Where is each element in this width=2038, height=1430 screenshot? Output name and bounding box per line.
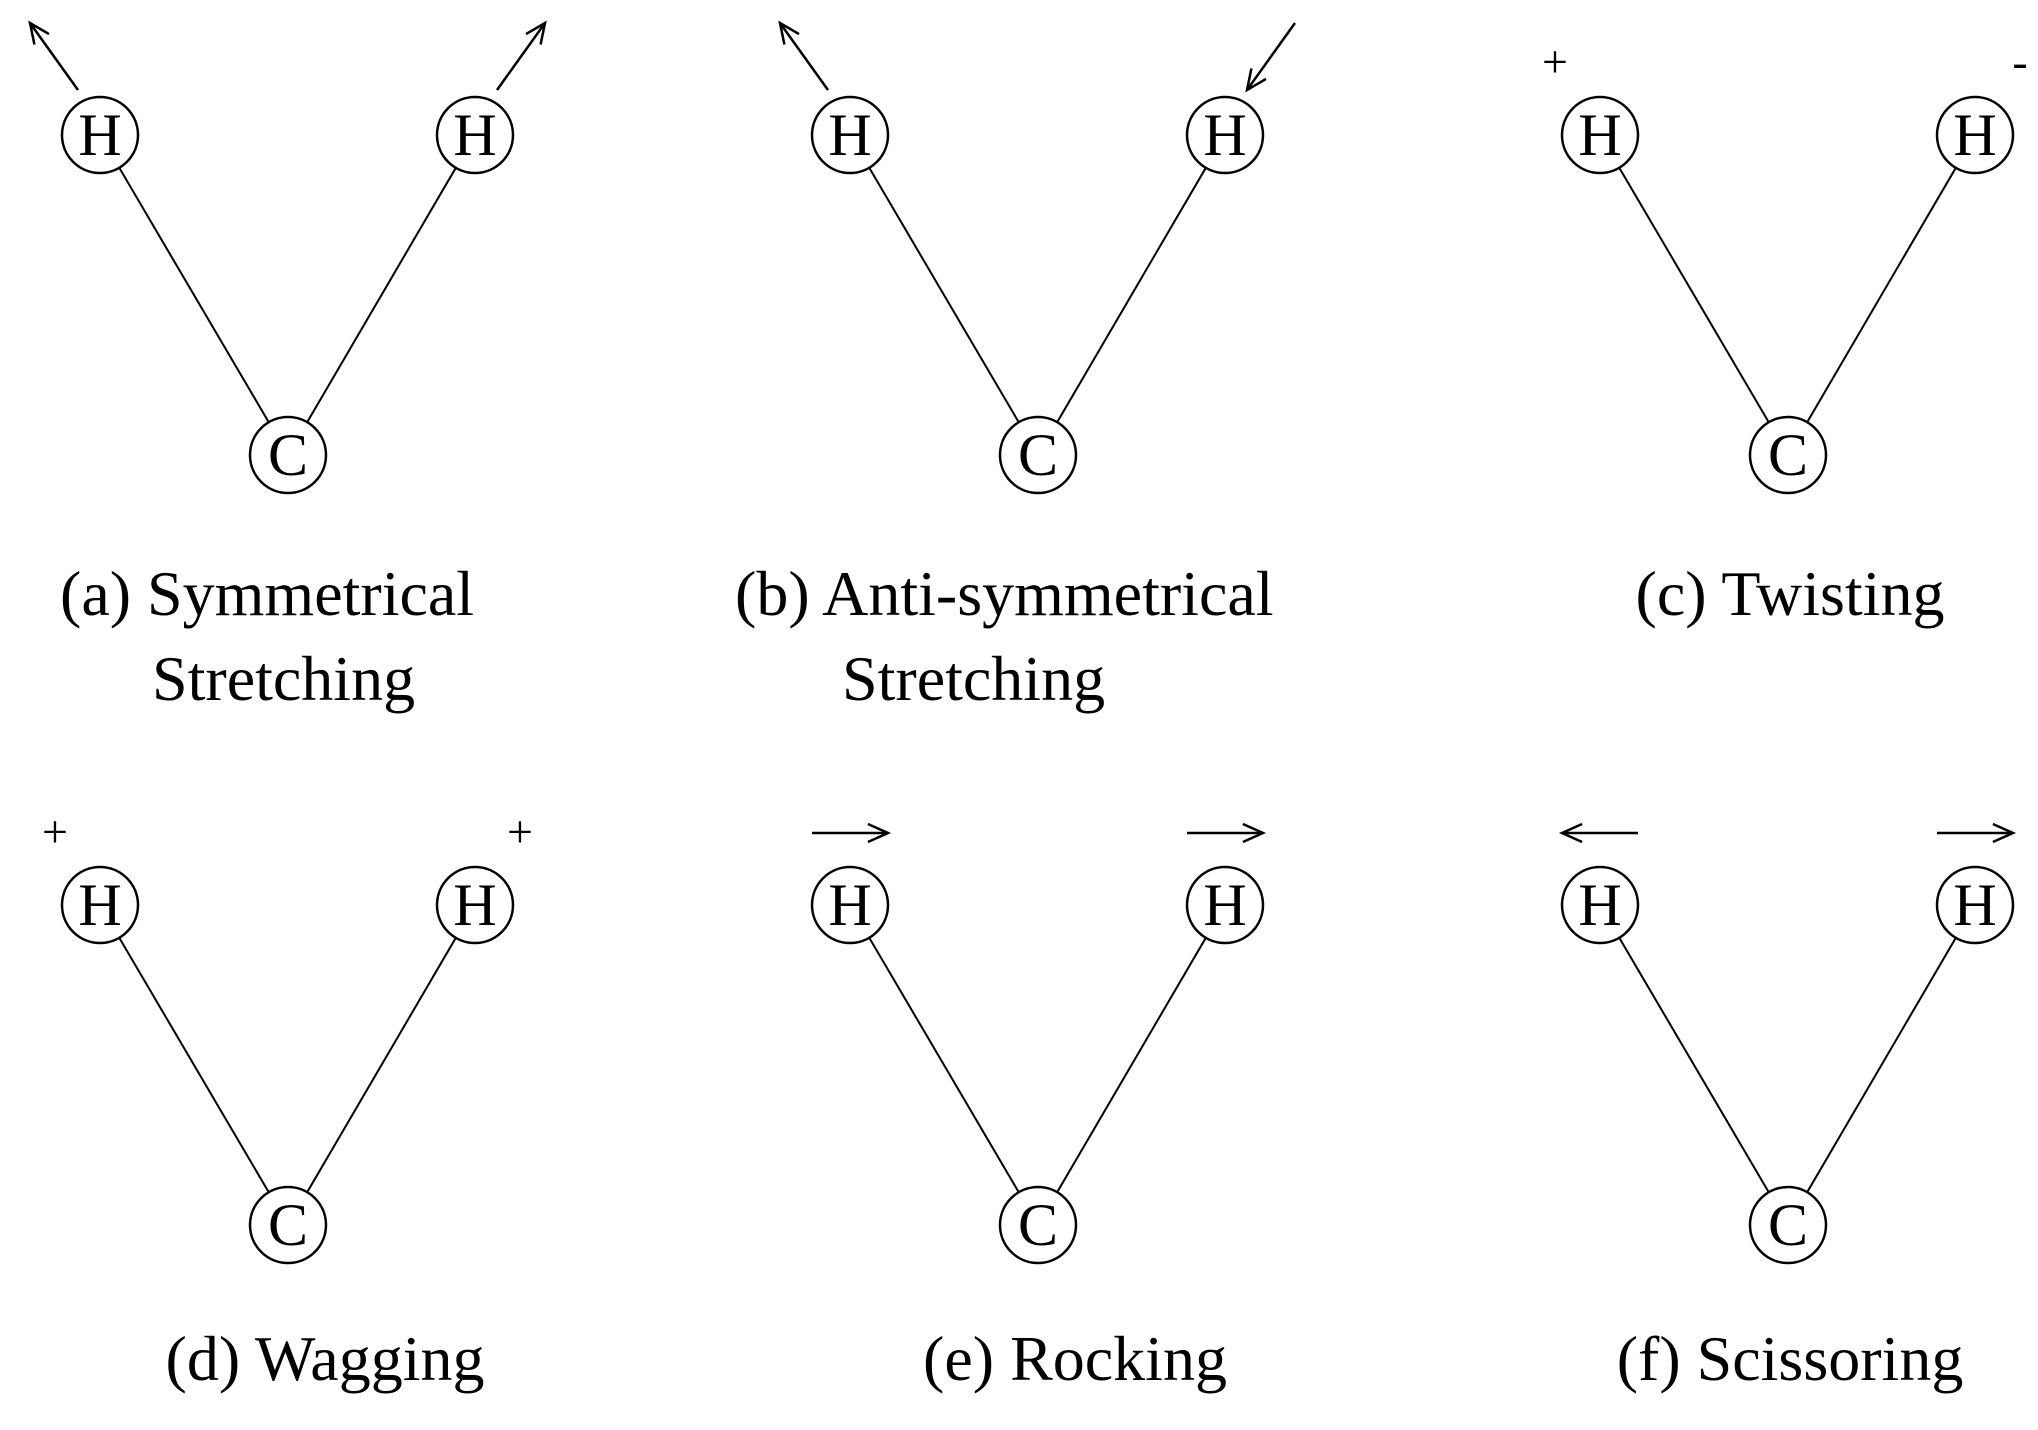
hydrogen-atom-left-label: H	[78, 102, 121, 168]
panel-d: H H C + + (d) Wagging	[42, 806, 533, 1394]
right-bond	[1056, 937, 1207, 1193]
right-sign-label: +	[507, 806, 533, 857]
carbon-atom-label: C	[1768, 1192, 1808, 1258]
carbon-atom-label: C	[268, 1192, 308, 1258]
right-arrow-head	[1992, 822, 2017, 844]
left-arrow-head	[1558, 822, 1583, 844]
caption-line-1: (b) Anti-symmetrical	[735, 558, 1274, 629]
left-arrow-head	[867, 822, 892, 844]
right-arrow-head	[1245, 68, 1267, 93]
hydrogen-atom-right-label: H	[453, 102, 496, 168]
caption-line-1: (e) Rocking	[923, 1323, 1227, 1394]
hydrogen-atom-left-circle	[810, 865, 890, 945]
carbon-atom-circle	[1748, 415, 1828, 495]
caption-line-1: (a) Symmetrical	[60, 558, 474, 629]
hydrogen-atom-left-label: H	[828, 872, 871, 938]
caption-line-2: Stretching	[842, 643, 1105, 714]
hydrogen-atom-left-circle	[1560, 865, 1640, 945]
left-bond	[868, 167, 1020, 423]
hydrogen-atom-right-circle	[435, 865, 515, 945]
right-arrow-shaft	[495, 22, 547, 91]
left-bond	[868, 937, 1020, 1193]
left-arrow-head	[778, 20, 800, 45]
hydrogen-atom-left-circle	[1560, 95, 1640, 175]
hydrogen-atom-right-label: H	[1953, 102, 1996, 168]
right-sign-label: -	[2012, 36, 2027, 87]
right-arrow-shaft	[1245, 22, 1297, 91]
right-bond	[306, 937, 457, 1193]
right-arrow-head	[525, 20, 547, 45]
right-bond	[306, 167, 457, 423]
right-bond	[1806, 167, 1957, 423]
left-bond	[118, 937, 270, 1193]
left-sign-label: +	[1542, 36, 1568, 87]
carbon-atom-circle	[998, 1185, 1078, 1265]
carbon-atom-label: C	[1018, 422, 1058, 488]
carbon-atom-label: C	[268, 422, 308, 488]
left-arrow-head	[28, 20, 50, 45]
hydrogen-atom-right-label: H	[453, 872, 496, 938]
panel-f: H H C (f) Scissoring	[1558, 822, 2017, 1394]
hydrogen-atom-right-label: H	[1953, 872, 1996, 938]
right-arrow-head	[1242, 822, 1267, 844]
hydrogen-atom-right-circle	[435, 95, 515, 175]
left-arrow-shaft	[28, 22, 80, 91]
left-bond	[1618, 937, 1770, 1193]
left-arrow-shaft	[778, 22, 830, 91]
hydrogen-atom-right-circle	[1185, 865, 1265, 945]
right-bond	[1056, 167, 1207, 423]
left-sign-label: +	[42, 806, 68, 857]
caption-line-1: (c) Twisting	[1636, 558, 1945, 629]
hydrogen-atom-left-label: H	[1578, 872, 1621, 938]
carbon-atom-circle	[998, 415, 1078, 495]
carbon-atom-label: C	[1768, 422, 1808, 488]
hydrogen-atom-left-circle	[60, 95, 140, 175]
hydrogen-atom-right-label: H	[1203, 872, 1246, 938]
carbon-atom-circle	[248, 1185, 328, 1265]
panel-e: H H C (e) Rocking	[810, 822, 1267, 1394]
hydrogen-atom-right-circle	[1185, 95, 1265, 175]
hydrogen-atom-left-circle	[60, 865, 140, 945]
carbon-atom-label: C	[1018, 1192, 1058, 1258]
left-bond	[118, 167, 270, 423]
caption-line-1: (f) Scissoring	[1617, 1323, 1964, 1394]
caption-line-1: (d) Wagging	[166, 1323, 485, 1394]
hydrogen-atom-right-circle	[1935, 95, 2015, 175]
carbon-atom-circle	[1748, 1185, 1828, 1265]
panel-c: H H C + - (c) Twisting	[1542, 36, 2028, 629]
hydrogen-atom-left-label: H	[78, 872, 121, 938]
hydrogen-atom-left-circle	[810, 95, 890, 175]
hydrogen-atom-right-circle	[1935, 865, 2015, 945]
hydrogen-atom-left-label: H	[828, 102, 871, 168]
right-bond	[1806, 937, 1957, 1193]
left-bond	[1618, 167, 1770, 423]
carbon-atom-circle	[248, 415, 328, 495]
hydrogen-atom-left-label: H	[1578, 102, 1621, 168]
hydrogen-atom-right-label: H	[1203, 102, 1246, 168]
caption-line-2: Stretching	[152, 643, 415, 714]
